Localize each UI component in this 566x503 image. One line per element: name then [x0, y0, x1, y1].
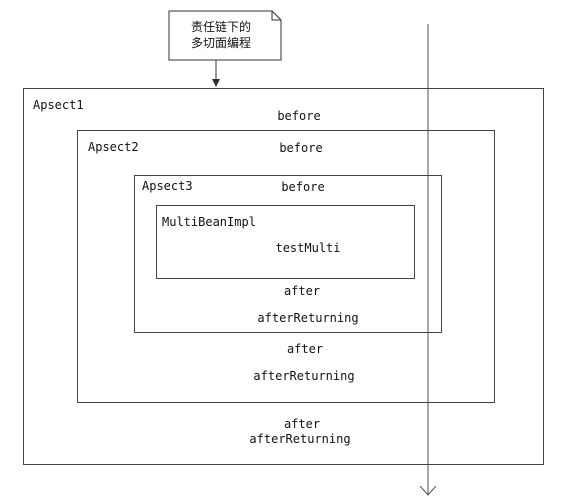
aspect1-after-returning: afterReturning: [249, 432, 351, 446]
target-box: [156, 205, 415, 279]
aspect3-box: [134, 175, 442, 333]
target-method: testMulti: [275, 241, 341, 255]
aspect3-before: before: [281, 180, 325, 194]
aspect2-after: after: [286, 342, 324, 356]
aspect1-box: [23, 88, 544, 465]
aspect3-after-returning: afterReturning: [257, 311, 359, 325]
aspect2-before: before: [279, 141, 323, 155]
target-name: MultiBeanImpl: [162, 215, 256, 229]
aspect1-after: after: [283, 417, 321, 431]
aspect3-after: after: [283, 284, 321, 298]
note-shape: [168, 10, 282, 61]
aspect3-name: Apsect3: [142, 179, 193, 193]
note-arrow: [212, 60, 220, 87]
aspect2-box: [77, 130, 495, 403]
call-flow-arrow: [419, 24, 437, 496]
note-label: 责任链下的 多切面编程: [169, 19, 273, 51]
aspect1-name: Apsect1: [33, 98, 84, 112]
aspect2-after-returning: afterReturning: [253, 369, 355, 383]
aspect1-before: before: [277, 109, 321, 123]
note-line-2: 多切面编程: [190, 36, 251, 50]
aspect2-name: Apsect2: [88, 140, 139, 154]
note-line-1: 责任链下的: [190, 20, 251, 34]
